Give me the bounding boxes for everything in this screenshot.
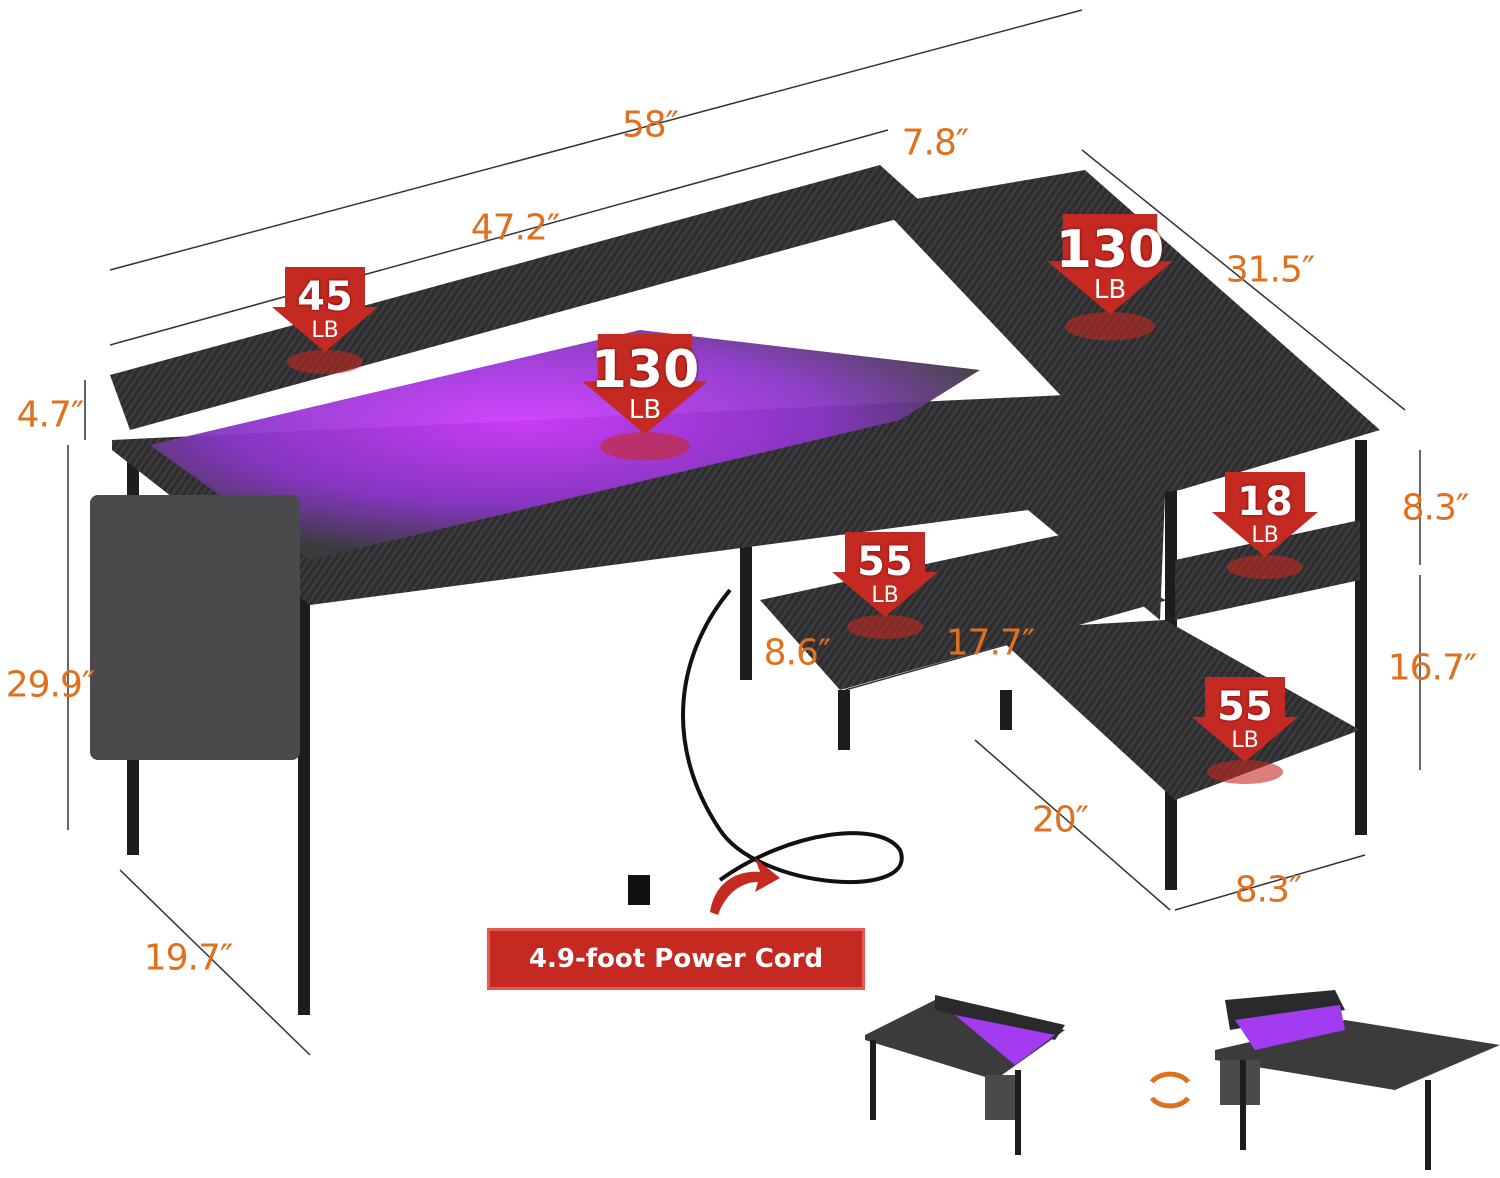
dimension-riser-offset: 7.8″ <box>901 122 970 164</box>
dimension-riser-width: 47.2″ <box>470 207 561 249</box>
dimension-shelf-unit-width: 8.3″ <box>1234 869 1303 911</box>
weight-arrow-icon <box>272 267 378 374</box>
weight-arrow-icon <box>1192 677 1298 784</box>
dimension-shelf-unit-length: 20″ <box>1031 799 1089 841</box>
arrow-icon <box>710 858 780 915</box>
thumbnail-left <box>865 995 1065 1155</box>
dimension-riser-height: 4.7″ <box>16 394 85 436</box>
dimension-desk-height: 29.9″ <box>5 664 96 706</box>
weight-arrow-icon <box>1212 472 1318 579</box>
power-cord <box>681 588 904 884</box>
shelf-upper <box>980 420 1165 620</box>
shelf-small <box>760 535 1165 690</box>
power-plug <box>628 875 650 905</box>
dimension-desk-depth: 19.7″ <box>143 937 234 979</box>
dimension-small-shelf-width: 17.7″ <box>945 622 1036 664</box>
weight-arrow-icon <box>832 532 938 639</box>
thumbnail-right <box>1215 990 1500 1170</box>
dimension-lines <box>67 9 1421 1056</box>
storage-bag <box>90 495 300 760</box>
dimension-shelf-gap-bottom: 16.7″ <box>1387 647 1478 689</box>
power-cord-label: 4.9-foot Power Cord <box>487 928 865 990</box>
weight-arrow-icon <box>1047 214 1173 341</box>
weight-arrow-icon <box>582 334 708 461</box>
shelf-bottom <box>990 620 1360 800</box>
desk-return <box>880 170 1380 430</box>
dimension-return-depth: 31.5″ <box>1225 249 1316 291</box>
swap-icon <box>1149 1071 1191 1109</box>
dimension-total-width: 58″ <box>621 104 679 146</box>
led-glow <box>150 330 980 560</box>
dimension-shelf-gap-top: 8.3″ <box>1401 487 1470 529</box>
dimension-small-shelf-depth: 8.6″ <box>763 632 832 674</box>
